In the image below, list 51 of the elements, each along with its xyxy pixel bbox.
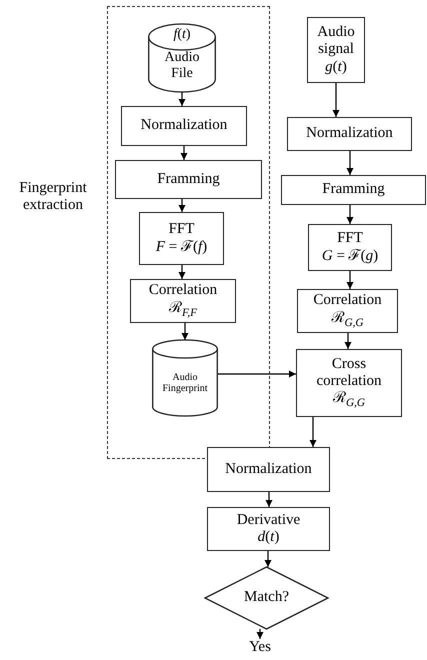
arrow xyxy=(182,323,188,340)
node-label: Audio File xyxy=(164,50,200,82)
node-label: Framming xyxy=(322,181,385,199)
node-label: Framming xyxy=(157,170,220,188)
process-box xyxy=(308,224,392,271)
node-label: FFT xyxy=(337,230,363,248)
process-box xyxy=(287,117,412,151)
node-label: g(t) xyxy=(325,58,347,76)
process-box xyxy=(281,175,426,205)
node-label: Correlation xyxy=(313,292,382,310)
node-label: Match? xyxy=(244,589,289,607)
process-box xyxy=(307,17,365,83)
arrow xyxy=(310,417,316,447)
arrow xyxy=(332,83,340,117)
node-label: G = ℱ(g) xyxy=(322,248,378,265)
outcome-label: Yes xyxy=(240,638,280,658)
node-label: Derivative xyxy=(236,512,300,529)
node-label: Audio Fingerprint xyxy=(162,372,208,394)
process-box xyxy=(121,106,247,146)
arrow xyxy=(178,199,186,212)
arrow xyxy=(218,370,296,378)
node-label: Normalization xyxy=(225,460,312,478)
node-label: FFT xyxy=(168,221,194,238)
arrow xyxy=(180,146,188,160)
node-label: Normalization xyxy=(306,125,393,143)
arrow xyxy=(178,265,186,279)
node-label: ℛ$_{F,F}$ xyxy=(168,300,198,320)
node-label: Normalization xyxy=(140,117,228,135)
node-label: Cross correlation xyxy=(316,356,382,390)
process-box xyxy=(207,447,330,492)
arrow xyxy=(344,333,352,349)
process-box xyxy=(207,507,330,551)
node-label: F = ℱ(f) xyxy=(156,238,208,256)
arrow xyxy=(346,151,354,175)
arrow xyxy=(346,271,354,289)
process-box xyxy=(130,279,236,323)
node-label: ℛ$_{G,G}$ xyxy=(332,390,366,410)
arrow xyxy=(256,629,264,639)
process-box xyxy=(296,349,402,417)
node-label: f(t) xyxy=(173,27,191,44)
group-heading: Fingerprint extraction xyxy=(18,180,88,214)
node-label: ℛ$_{G,G}$ xyxy=(331,310,364,330)
arrow xyxy=(264,551,272,567)
arrow xyxy=(346,205,354,224)
node-label: d(t) xyxy=(258,529,280,546)
arrow xyxy=(266,492,272,507)
node-label: Correlation xyxy=(148,282,218,300)
process-box xyxy=(297,289,398,333)
process-box xyxy=(139,212,224,265)
process-box xyxy=(115,160,262,199)
arrow xyxy=(178,92,186,106)
